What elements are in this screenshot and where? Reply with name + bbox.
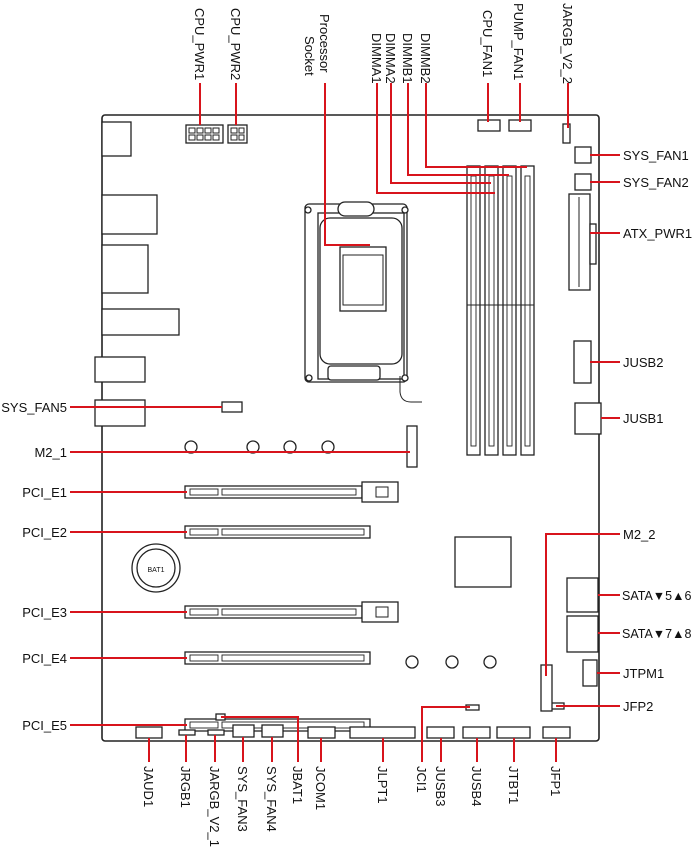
standoff-holes — [184, 440, 497, 669]
label-jusb4: JUSB4 — [469, 766, 484, 806]
label-pci-e1: PCI_E1 — [22, 485, 67, 500]
label-jusb2: JUSB2 — [623, 355, 663, 370]
sys-fan1-header — [574, 146, 592, 164]
jusb2-header — [573, 340, 592, 384]
rear-io-panel — [94, 121, 180, 427]
label-jlpt1: JLPT1 — [375, 766, 390, 804]
left-labels: SYS_FAN5 M2_1 PCI_E1 PCI_E2 PCI_E3 PCI_E… — [1, 400, 67, 733]
label-sys-fan3: SYS_FAN3 — [235, 766, 250, 832]
sys-fan5-header — [221, 401, 243, 413]
label-pci-e5: PCI_E5 — [22, 718, 67, 733]
top-labels: CPU_PWR1 CPU_PWR2 Processor Socket DIMMA… — [192, 3, 575, 84]
label-sata-7-8: SATA▼7▲8 — [622, 627, 691, 641]
chipset — [454, 536, 512, 588]
jusb1-connector — [574, 402, 602, 435]
pci-e4-slot — [184, 651, 371, 665]
bat1-text: BAT1 — [148, 567, 165, 574]
label-dimmb1: DIMMB1 — [400, 33, 415, 84]
m2-1-slot — [406, 425, 418, 468]
cpu-pwr1-connector — [185, 124, 224, 144]
label-jrgb1: JRGB1 — [178, 766, 193, 808]
atx-pwr1-connector — [568, 193, 597, 291]
label-m2-1: M2_1 — [34, 445, 67, 460]
label-sata-5-6: SATA▼5▲6 — [622, 589, 691, 603]
label-sys-fan2: SYS_FAN2 — [623, 175, 689, 190]
label-cpu-pwr1: CPU_PWR1 — [192, 8, 207, 80]
label-jtbt1: JTBT1 — [506, 766, 521, 804]
sata-5-6-connector — [566, 577, 599, 613]
label-processor-line2: Socket — [302, 36, 317, 76]
pci-e2-slot — [184, 525, 371, 539]
processor-socket — [304, 201, 422, 403]
right-labels: SYS_FAN1 SYS_FAN2 ATX_PWR1 JUSB2 JUSB1 M… — [622, 148, 692, 714]
sys-fan2-header — [574, 173, 592, 191]
bottom-labels: JAUD1 JRGB1 JARGB_V2_1 SYS_FAN3 SYS_FAN4… — [141, 766, 563, 847]
jtpm1-header — [582, 659, 598, 687]
label-dimma2: DIMMA2 — [383, 33, 398, 84]
pci-e3-slot — [184, 601, 399, 623]
label-dimma1: DIMMA1 — [369, 33, 384, 84]
label-pci-e2: PCI_E2 — [22, 525, 67, 540]
label-pci-e3: PCI_E3 — [22, 605, 67, 620]
label-sys-fan1: SYS_FAN1 — [623, 148, 689, 163]
label-dimmb2: DIMMB2 — [418, 33, 433, 84]
label-cpu-pwr2: CPU_PWR2 — [228, 8, 243, 80]
label-pump-fan1: PUMP_FAN1 — [511, 3, 526, 80]
label-jaud1: JAUD1 — [141, 766, 156, 807]
label-jargb-v2-1: JARGB_V2_1 — [207, 766, 222, 847]
jargb-v2-2-header — [562, 123, 571, 144]
label-jargb-v2-2: JARGB_V2_2 — [560, 3, 575, 84]
label-processor-line1: Processor — [317, 14, 332, 73]
label-m2-2: M2_2 — [623, 527, 656, 542]
label-atx-pwr1: ATX_PWR1 — [623, 226, 692, 241]
label-pci-e4: PCI_E4 — [22, 651, 67, 666]
label-jbat1: JBAT1 — [290, 766, 305, 804]
label-cpu-fan1: CPU_FAN1 — [480, 10, 495, 77]
label-sys-fan4: SYS_FAN4 — [264, 766, 279, 832]
label-jusb1: JUSB1 — [623, 411, 663, 426]
leader-lines — [70, 83, 620, 762]
label-jci1: JCI1 — [414, 766, 429, 793]
cpu-pwr2-connector — [227, 124, 248, 144]
label-jtpm1: JTPM1 — [623, 666, 664, 681]
cmos-battery: BAT1 — [131, 543, 181, 593]
label-jfp2: JFP2 — [623, 699, 653, 714]
sata-7-8-connector — [566, 615, 599, 653]
label-jcom1: JCOM1 — [313, 766, 328, 810]
label-sys-fan5: SYS_FAN5 — [1, 400, 67, 415]
label-jfp1: JFP1 — [548, 766, 563, 796]
label-jusb3: JUSB3 — [433, 766, 448, 806]
